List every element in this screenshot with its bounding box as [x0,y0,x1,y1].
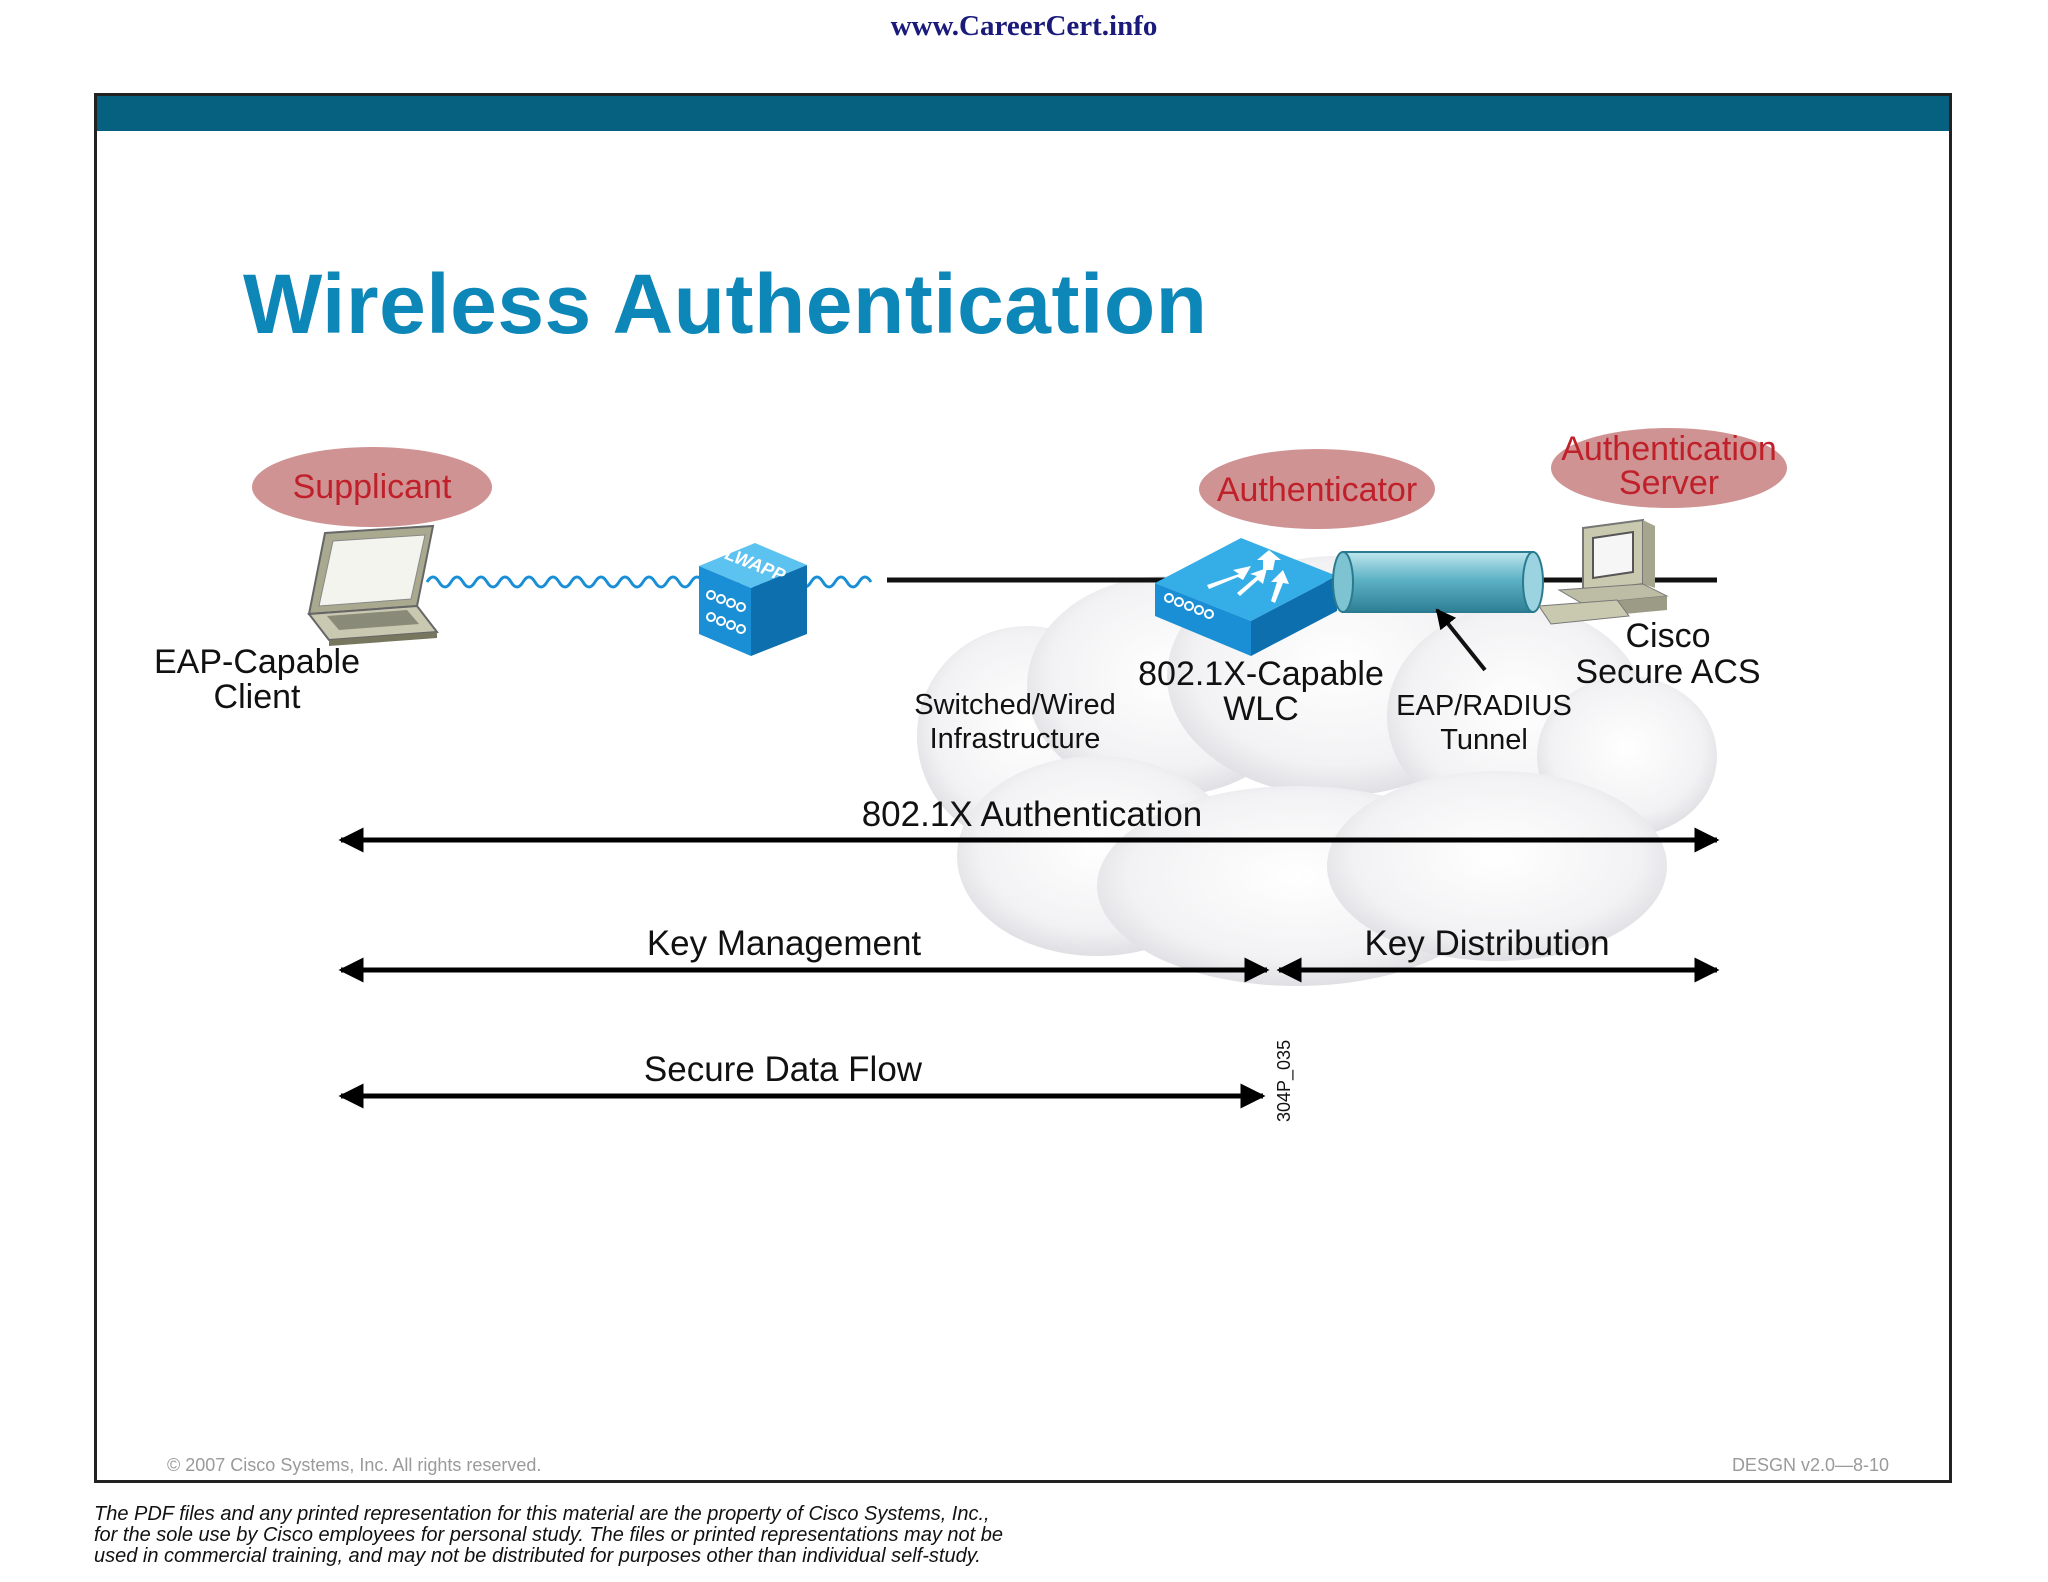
tunnel-label-line2: Tunnel [1440,724,1528,756]
secure-data-flow-label: Secure Data Flow [644,1050,923,1089]
client-label-line1: EAP-Capable [154,643,360,681]
supplicant-label: Supplicant [293,468,452,506]
disclaimer: The PDF files and any printed representa… [94,1504,1003,1567]
client-label-line2: Client [214,678,301,716]
lwapp-access-point-icon: LWAPP [699,543,807,656]
authentication-diagram: Supplicant Authenticator Authentication … [154,428,1787,1122]
disclaimer-line-1: The PDF files and any printed representa… [94,1503,990,1525]
auth-server-label-line2: Server [1619,464,1719,502]
key-management-label: Key Management [647,924,922,963]
slide: Wireless Authentication [94,93,1952,1483]
laptop-icon [307,524,439,646]
slide-title: Wireless Authentication [243,257,1208,351]
authentication-server-oval: Authentication Server [1551,428,1787,508]
auth-server-label-line1: Authentication [1561,430,1777,468]
copyright-footer: © 2007 Cisco Systems, Inc. All rights re… [167,1455,542,1475]
disclaimer-line-3: used in commercial training, and may not… [94,1545,981,1567]
wlc-label-line2: WLC [1223,690,1299,728]
auth-flow-label: 802.1X Authentication [862,795,1203,834]
course-code-footer: DESGN v2.0—8-10 [1731,1455,1889,1475]
acs-label-line2: Secure ACS [1575,653,1760,691]
wlc-label-line1: 802.1X-Capable [1138,655,1384,693]
server-computer-icon [1538,518,1669,625]
figure-id: 304P_035 [1274,1040,1295,1122]
authenticator-label: Authenticator [1217,471,1417,509]
acs-label-line1: Cisco [1625,617,1710,655]
infrastructure-label-line1: Switched/Wired [914,689,1115,721]
supplicant-oval: Supplicant [252,447,492,527]
authenticator-oval: Authenticator [1199,449,1435,529]
key-distribution-label: Key Distribution [1364,924,1609,963]
tunnel-icon [1332,551,1544,613]
disclaimer-line-2: for the sole use by Cisco employees for … [94,1524,1003,1546]
tunnel-pointer-arrow [1435,608,1487,672]
wlc-icon [1155,538,1337,656]
slide-header-bar [97,96,1949,131]
site-url[interactable]: www.CareerCert.info [890,10,1158,42]
tunnel-label-line1: EAP/RADIUS [1396,690,1572,722]
infrastructure-label-line2: Infrastructure [930,723,1101,755]
